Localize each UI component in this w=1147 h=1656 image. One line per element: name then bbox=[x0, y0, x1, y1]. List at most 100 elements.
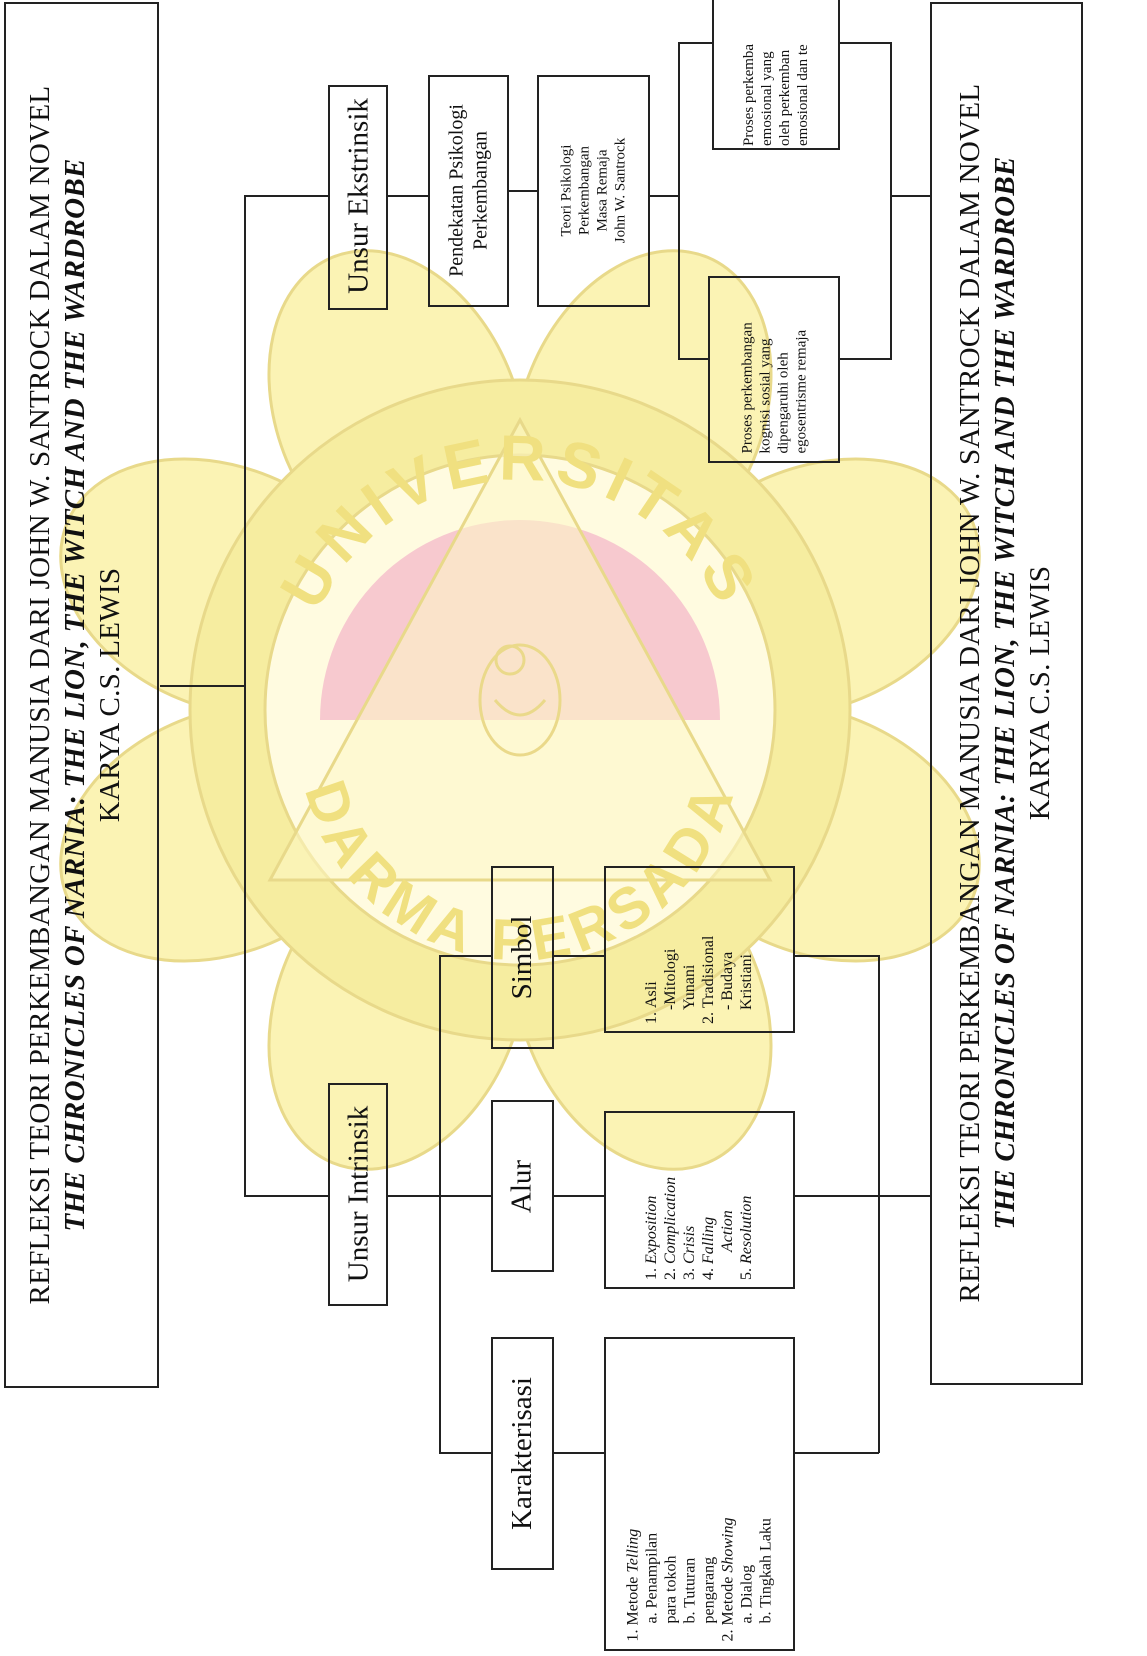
text-line: Perkembangan bbox=[576, 145, 592, 236]
connector bbox=[244, 1195, 328, 1197]
title-block-right: REFLEKSI TEORI PERKEMBANGAN MANUSIA DARI… bbox=[930, 3, 1080, 1383]
connector bbox=[890, 42, 892, 360]
title-line-2: THE CHRONICLES OF NARNIA: THE LION, THE … bbox=[58, 158, 91, 1232]
extrinsic-box bbox=[328, 85, 388, 310]
connector bbox=[678, 358, 708, 360]
text-line: Proses perkembangan bbox=[739, 322, 756, 454]
list-item-text: Metode bbox=[624, 1572, 641, 1626]
extrinsic-label: Unsur Ekstrinsik bbox=[342, 98, 374, 294]
list-item-text: b. Tingkah Laku bbox=[757, 1518, 774, 1624]
list-item-emphasis: Resolution bbox=[738, 1195, 755, 1264]
title-line-3: KARYA C.S. LEWIS bbox=[93, 567, 126, 823]
list-item-text: b. Tuturan bbox=[681, 1557, 698, 1624]
list-item: 3. Crisis bbox=[680, 1226, 699, 1280]
list-item: 2. Complication bbox=[661, 1177, 680, 1280]
list-item-emphasis: Falling bbox=[700, 1216, 717, 1264]
connector bbox=[878, 955, 880, 1453]
list-item-text: Yunani bbox=[680, 964, 698, 1010]
list-item: 2. Metode Showing bbox=[718, 1518, 737, 1642]
list-item: para tokoh bbox=[661, 1556, 680, 1642]
connector bbox=[650, 195, 680, 197]
text-line: oleh perkemban bbox=[777, 49, 793, 146]
list-item-number: 2. bbox=[699, 1012, 717, 1024]
connector bbox=[244, 195, 330, 197]
list-item-number: 1. bbox=[643, 1268, 660, 1280]
list-item-number: 1. bbox=[624, 1629, 641, 1642]
list-item-text: Metode bbox=[719, 1572, 736, 1626]
connector bbox=[554, 1195, 604, 1197]
text-line: Masa Remaja bbox=[594, 149, 610, 232]
list-item: -Mitologi bbox=[661, 949, 680, 1024]
list-item: 2. Tradisional bbox=[699, 936, 718, 1024]
list-item-number: 2. bbox=[662, 1268, 679, 1280]
list-item-emphasis: Action bbox=[719, 1210, 736, 1252]
text-line: egosentrisme remaja bbox=[793, 329, 810, 454]
list-item: pengarang bbox=[699, 1557, 718, 1642]
connector bbox=[388, 1195, 440, 1197]
list-item-text: - Budaya bbox=[718, 951, 736, 1010]
alur-box bbox=[491, 1100, 554, 1272]
list-item-emphasis: Telling bbox=[624, 1528, 641, 1573]
list-item-number: 3. bbox=[681, 1268, 698, 1280]
karakterisasi-list-box bbox=[604, 1337, 795, 1651]
list-item: a. Dialog bbox=[737, 1565, 756, 1642]
list-item-emphasis: Exposition bbox=[643, 1195, 660, 1264]
text-line: John W. Santrock bbox=[612, 137, 628, 244]
simbol-label: Simbol bbox=[506, 915, 538, 1000]
connector bbox=[554, 1452, 604, 1454]
text-line: Teori Psikologi bbox=[558, 144, 574, 237]
connector bbox=[439, 955, 441, 1453]
title-line-2: THE CHRONICLES OF NARNIA: THE LION, THE … bbox=[988, 156, 1021, 1230]
simbol-list-box bbox=[604, 866, 795, 1033]
alur-list-box bbox=[604, 1111, 795, 1289]
connector bbox=[388, 195, 428, 197]
pendekatan-label: Pendekatan Psikologi Perkembangan bbox=[445, 104, 491, 277]
connector bbox=[678, 42, 680, 360]
connector bbox=[795, 955, 879, 957]
pendekatan-box bbox=[428, 75, 509, 307]
connector bbox=[509, 190, 537, 192]
list-item-text: pengarang bbox=[700, 1556, 717, 1624]
list-item-text: Tradisional bbox=[699, 935, 717, 1008]
list-item: 4.Falling bbox=[699, 1217, 718, 1280]
list-item-emphasis: Crisis bbox=[681, 1225, 698, 1264]
list-item-text: a. Dialog bbox=[738, 1564, 755, 1624]
teori-box bbox=[537, 75, 650, 307]
list-item: Kristiani bbox=[737, 954, 756, 1024]
text-line: dipengaruhi oleh bbox=[775, 352, 792, 454]
list-item: 1. Exposition bbox=[642, 1196, 661, 1280]
intrinsic-label: Unsur Intrinsik bbox=[342, 1105, 374, 1283]
text-line: kognisi sosial yang bbox=[757, 338, 774, 454]
connector bbox=[890, 195, 930, 197]
title-line-3: KARYA C.S. LEWIS bbox=[1023, 565, 1056, 821]
text-line: emosional yang bbox=[759, 51, 775, 146]
text-line: emosional dan te bbox=[795, 44, 811, 146]
list-item: 1. Asli bbox=[642, 981, 661, 1024]
title-block-left: REFLEKSI TEORI PERKEMBANGAN MANUSIA DARI… bbox=[0, 5, 150, 1385]
intrinsic-box bbox=[328, 1083, 388, 1306]
list-item-number: 1. bbox=[642, 1012, 660, 1024]
list-item-emphasis: Showing bbox=[719, 1517, 736, 1573]
list-item: a. Penampilan bbox=[642, 1533, 661, 1642]
list-item-text: -Mitologi bbox=[661, 948, 679, 1010]
proses-emosional-box bbox=[712, 0, 840, 150]
connector bbox=[554, 955, 604, 957]
list-item-text: Kristiani bbox=[737, 954, 755, 1010]
list-item: b. Tingkah Laku bbox=[756, 1518, 775, 1641]
proses-sosial-box bbox=[708, 276, 840, 463]
title-box-right bbox=[930, 2, 1083, 1385]
list-item-emphasis: Complication bbox=[662, 1176, 679, 1264]
karakterisasi-label: Karakterisasi bbox=[506, 1377, 538, 1530]
list-item-number: 2. bbox=[719, 1629, 736, 1642]
list-item: 5.Resolution bbox=[737, 1196, 756, 1280]
list-item-text: para tokoh bbox=[662, 1555, 679, 1624]
list-item-text: Asli bbox=[642, 981, 660, 1008]
connector bbox=[840, 42, 892, 44]
text-line: Proses perkemba bbox=[741, 43, 757, 146]
